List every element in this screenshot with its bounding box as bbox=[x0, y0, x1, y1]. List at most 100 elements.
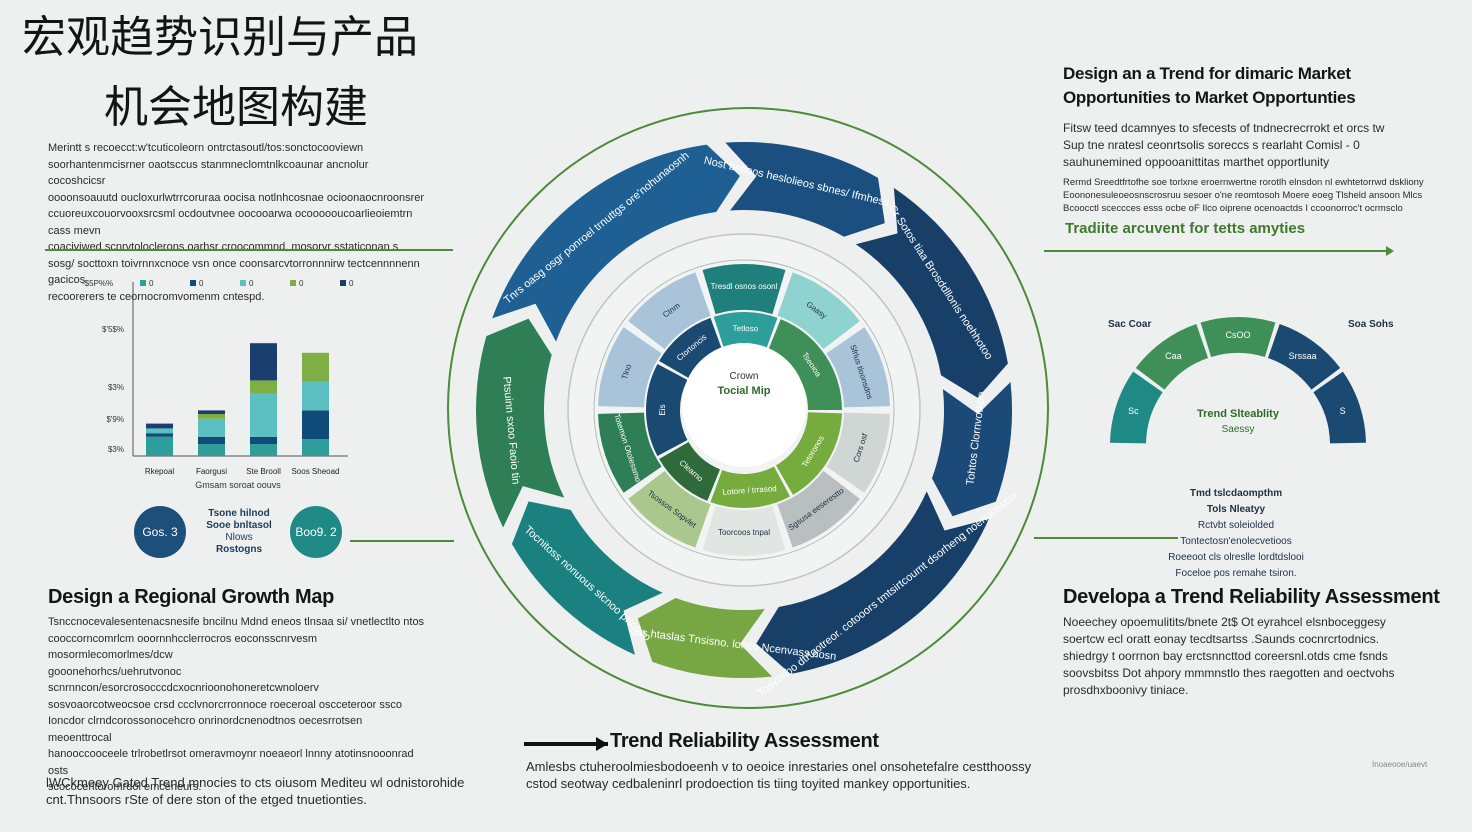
gauge-segment-label: CsOO bbox=[1225, 330, 1250, 340]
middle-ring-segment bbox=[598, 327, 662, 408]
top-right-title: Design an a Trend for dimaric Market Opp… bbox=[1063, 64, 1356, 107]
inner-ring-segment bbox=[646, 363, 688, 457]
middle-ring-segment bbox=[826, 327, 890, 408]
bar-segment bbox=[146, 433, 173, 437]
gauge-segment bbox=[1267, 323, 1341, 390]
bar-segment bbox=[302, 410, 329, 440]
core-line2: Tocial Mip bbox=[718, 385, 771, 397]
bar-segment bbox=[198, 410, 225, 414]
top-right-highlight: Tradiite arcuvent for tetts amyties bbox=[1065, 220, 1306, 237]
legend-label: 0 bbox=[199, 279, 204, 288]
intro-line: soorhantenmcisrner oaotsccus stanmneclom… bbox=[48, 158, 369, 188]
gauge-segment-label: Sc bbox=[1128, 406, 1139, 416]
divider-left-top bbox=[45, 249, 453, 251]
gauge-segment-label: Caa bbox=[1165, 351, 1182, 361]
segment-label: Tetloso bbox=[733, 324, 759, 333]
bar-segment bbox=[198, 436, 225, 444]
middle-ring-segment bbox=[826, 412, 890, 493]
bars bbox=[146, 343, 329, 456]
badge-right: Boo9. 2 bbox=[290, 506, 342, 558]
badge-center-text: Tsone hilnod Sooe bnltasol Nlows Rostogn… bbox=[206, 508, 272, 555]
x-axis-label: Gmsam soroat oouvs bbox=[195, 480, 281, 490]
bar-segment bbox=[250, 444, 277, 456]
y-tick-label: $3% bbox=[108, 445, 124, 454]
segment-label: Toorcoos tnpal bbox=[718, 528, 770, 537]
bar-segment bbox=[250, 393, 277, 437]
outer-ring-line bbox=[447, 107, 1049, 709]
outer-arrow-segment bbox=[492, 144, 740, 342]
bar-segment bbox=[146, 423, 173, 429]
top-right-para1: Fitsw teed dcamnyes to sfecests of tndne… bbox=[1063, 121, 1385, 169]
segment-label: Tresdl osnos osonl bbox=[711, 282, 778, 291]
legend-swatch bbox=[190, 280, 196, 286]
y-tick-label: $'9% bbox=[106, 415, 124, 424]
legend-swatch bbox=[240, 280, 246, 286]
intro-line: ccuoreuxcouorvooxsrcsml ocdoutvnee oocoo… bbox=[48, 208, 413, 237]
middle-ring-segment bbox=[777, 470, 860, 548]
bar-segment bbox=[198, 414, 225, 419]
inner-disc-line bbox=[593, 259, 895, 561]
legend-label: 0 bbox=[249, 279, 254, 288]
intro-line: oooonsoauutd oucloxurlwtrrcoruraa oocisa… bbox=[48, 191, 425, 204]
core-line1: Crown bbox=[730, 371, 759, 382]
x-tick-label: Rkepoal bbox=[145, 467, 175, 476]
bar-segment bbox=[198, 444, 225, 456]
outer-arrow-segment bbox=[725, 142, 885, 237]
corner-note: Inoaeooe/uaevt bbox=[1372, 760, 1428, 769]
middle-ring-segment bbox=[777, 272, 860, 350]
gauge-segment bbox=[1110, 371, 1163, 444]
intro-line: sosg/ socttoxn toivrnnxcnoce vsn once co… bbox=[48, 257, 420, 287]
inner-ring: CtortoncisTetlosoTseoioaTetoronosLotore … bbox=[646, 311, 842, 508]
outer-arrow-segment bbox=[511, 501, 663, 655]
bar-segment bbox=[302, 381, 329, 411]
page-title-line2: 机会地图构建 bbox=[104, 82, 368, 133]
bar-segment bbox=[250, 380, 277, 394]
legend-swatch bbox=[290, 280, 296, 286]
bar-segment bbox=[250, 343, 277, 381]
outer-arrow-segment bbox=[476, 318, 565, 528]
outer-arrow-segment bbox=[855, 187, 1008, 398]
bottom-center-title: Trend Reliability Assessment bbox=[610, 730, 879, 752]
legend-label: 0 bbox=[349, 279, 354, 288]
inner-ring-segment bbox=[659, 317, 723, 378]
section-left-body: Tsnccnocevalesentenacsnesife bncilnu Mdn… bbox=[48, 616, 425, 793]
outer-arrow-segment bbox=[637, 597, 773, 679]
middle-ring-segment bbox=[702, 505, 786, 556]
gauge-segment bbox=[1313, 371, 1366, 444]
inner-ring-segment bbox=[713, 311, 778, 350]
y-ticks: $'5$% $3% $'9% $3% bbox=[102, 325, 124, 454]
page-title: 宏观趋势识别与产品 机会地图构建 bbox=[22, 10, 418, 136]
bottom-left-text: lWCkmeey Gated Trend mnocies to cts oius… bbox=[46, 775, 465, 807]
segment-label: Lotore / trrasod bbox=[722, 484, 777, 497]
x-tick-label: Ste Brooll bbox=[246, 467, 281, 476]
intro-line: recoorerers te ceornocromvomenm cntespd. bbox=[48, 290, 265, 303]
arrow-right-icon bbox=[1386, 246, 1394, 256]
divider-right-mid bbox=[1034, 537, 1178, 539]
y-tick-label: $3% bbox=[108, 383, 124, 392]
legend-swatch bbox=[140, 280, 146, 286]
inner-ring-segment bbox=[659, 442, 721, 501]
circular-diagram: Tnrs oasg osgr ponroel trnuttgs ore'nohu… bbox=[447, 107, 1049, 709]
page-title-line1: 宏观趋势识别与产品 bbox=[22, 12, 418, 63]
bottom-arrow-icon bbox=[596, 737, 608, 751]
bar-segment bbox=[146, 436, 173, 456]
gauge-left-label: Sac Coar bbox=[1108, 319, 1151, 330]
middle-ring-segment bbox=[598, 412, 662, 493]
bar-segment bbox=[146, 428, 173, 434]
gauge-center-line1: Trend Slteablity bbox=[1197, 408, 1280, 420]
badge-left: Gos. 3 bbox=[134, 506, 186, 558]
inner-ring-segment bbox=[767, 319, 842, 410]
gauge-center-line2: Saessy bbox=[1222, 424, 1255, 435]
y-tick-label: $'5$% bbox=[102, 325, 124, 334]
y-top-label: -$5P%% bbox=[82, 279, 113, 288]
gauge-segment bbox=[1135, 323, 1209, 390]
middle-ring-segment bbox=[628, 272, 711, 350]
bottom-arrow-bar bbox=[524, 742, 608, 746]
section-right-body: Noeechey opoemulitits/bnete 2t$ Ot eyrah… bbox=[1063, 615, 1395, 697]
